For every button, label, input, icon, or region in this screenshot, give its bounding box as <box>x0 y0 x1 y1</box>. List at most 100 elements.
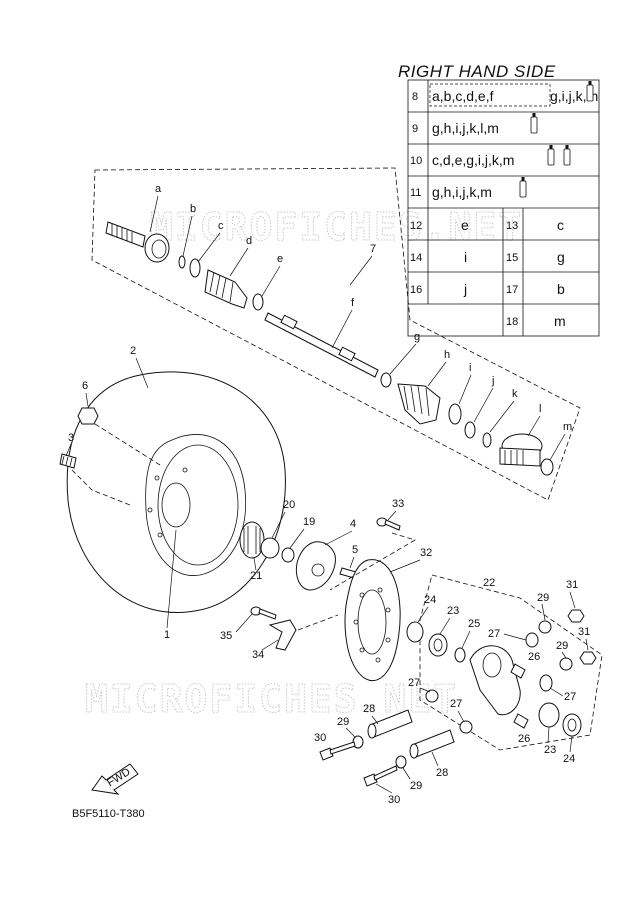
label-21: 21 <box>250 570 262 582</box>
part-33-bolt <box>376 517 401 531</box>
part-29-washer <box>559 657 573 671</box>
part-b-circlip <box>178 255 186 269</box>
label-h: h <box>444 349 450 361</box>
kit-row-8-parts: a,b,c,d,e,f <box>432 88 494 104</box>
wheel-inner-ring <box>157 444 239 566</box>
hub-components <box>239 521 357 591</box>
part-e-boot-band <box>252 293 264 311</box>
part-26-grease-nipple <box>513 713 529 729</box>
kit-row-8-parts-extra: g,i,j,k,m <box>550 88 598 104</box>
label-22: 22 <box>483 577 495 589</box>
kit-row-9-number: 9 <box>412 123 418 135</box>
label-19: 19 <box>303 516 315 528</box>
part-a-outer-joint <box>105 221 170 263</box>
pair-row-1-right-number: 13 <box>506 220 518 232</box>
label-28: 28 <box>363 703 375 715</box>
kit-row-10-number: 10 <box>410 155 422 167</box>
label-6: 6 <box>82 380 88 392</box>
knuckle-body <box>469 645 521 716</box>
part-24-oil-seal <box>562 713 582 737</box>
part-i-boot-band <box>448 403 462 425</box>
part-29-washer <box>395 755 407 769</box>
kit-row-10-parts: c,d,e,g,i,j,k,m <box>432 152 514 168</box>
label-g: g <box>414 331 420 343</box>
label-34: 34 <box>252 649 264 661</box>
part-35-bolt <box>250 606 277 620</box>
pair-row-1-left-letter: e <box>461 217 469 233</box>
label-31: 31 <box>566 579 578 591</box>
part-j-boot-band <box>464 421 476 439</box>
part-1-wheel-rim <box>145 434 247 576</box>
label-27: 27 <box>564 691 576 703</box>
part-24-oil-seal <box>406 621 424 643</box>
part-6-wheel-nut <box>77 407 99 425</box>
label-i: i <box>469 362 471 374</box>
pair-row-1-left-number: 12 <box>410 220 422 232</box>
pair-row-3-right-letter: b <box>557 281 565 297</box>
part-31-nut <box>579 651 597 665</box>
part-23-bearing <box>428 633 448 657</box>
hub-guide-lines <box>297 532 416 631</box>
part-k-circlip <box>482 432 492 448</box>
part-g-boot-band <box>380 372 392 388</box>
part-2-tire <box>66 371 286 613</box>
watermark-top: MICROFICHES.NET <box>150 205 523 249</box>
kit-row-9-parts: g,h,i,j,k,l,m <box>432 120 499 136</box>
part-27-bushing <box>525 632 539 648</box>
label-7: 7 <box>370 243 376 255</box>
label-29: 29 <box>556 640 568 652</box>
driveshaft-parts <box>105 221 554 476</box>
label-l: l <box>539 403 541 415</box>
grease-tube-icon <box>530 113 538 134</box>
part-23-bearing <box>538 702 560 728</box>
wheel-stud-hole <box>157 532 163 538</box>
pair-row-3-left-letter: j <box>463 281 467 297</box>
label-c: c <box>218 220 224 232</box>
label-28: 28 <box>436 767 448 779</box>
part-27-bushing <box>425 689 439 703</box>
wheel-hub-bore <box>161 482 191 528</box>
kit-row-8-dashed-box <box>429 83 551 107</box>
label-b: b <box>190 203 196 215</box>
knuckle-parts <box>406 609 597 737</box>
label-5: 5 <box>352 544 358 556</box>
kit-table: 8 a,b,c,d,e,f g,i,j,k,m 9 g,h,i,j,k,l,m … <box>407 79 600 337</box>
grease-tube-icon <box>547 145 555 166</box>
part-f-shaft <box>264 312 379 378</box>
kit-row-11-parts: g,h,i,j,k,m <box>432 184 492 200</box>
label-33: 33 <box>392 498 404 510</box>
label-35: 35 <box>220 630 232 642</box>
pair-row-2-left-letter: i <box>464 249 467 265</box>
grease-tube-icon <box>519 177 527 198</box>
part-25-circlip <box>454 647 466 663</box>
pair-row-3-right-number: 17 <box>506 284 518 296</box>
label-30: 30 <box>388 794 400 806</box>
part-27-bushing <box>539 674 553 692</box>
label-30: 30 <box>314 732 326 744</box>
grease-tube-icon <box>586 81 594 102</box>
wheel-stud-hole <box>154 475 160 481</box>
label-1: 1 <box>164 629 170 641</box>
part-32-brake-disc <box>344 559 401 682</box>
part-3-valve <box>59 453 77 469</box>
number-labels: 1 2 3 4 5 6 7 19 20 21 22 23 23 24 24 25… <box>65 243 590 806</box>
kit-row-11-number: 11 <box>410 187 421 199</box>
part-c-boot-band <box>189 258 201 278</box>
pair-row-4-right-letter: m <box>554 313 566 329</box>
label-27: 27 <box>450 698 462 710</box>
part-30-bolt <box>363 765 398 787</box>
part-19-washer <box>281 547 295 563</box>
letter-labels: a b c d e f g h i j k l m <box>149 183 572 461</box>
label-23: 23 <box>447 605 459 617</box>
pair-row-2-left-number: 14 <box>410 252 422 264</box>
grease-tube-icon <box>563 145 571 166</box>
part-l-inner-joint <box>499 433 543 467</box>
driveshaft-assembly-outline <box>91 167 581 501</box>
label-27: 27 <box>408 677 420 689</box>
label-26: 26 <box>528 651 540 663</box>
wheel-and-tire <box>66 371 286 613</box>
label-k: k <box>512 388 518 400</box>
forward-direction-arrow: FWD <box>91 763 139 795</box>
